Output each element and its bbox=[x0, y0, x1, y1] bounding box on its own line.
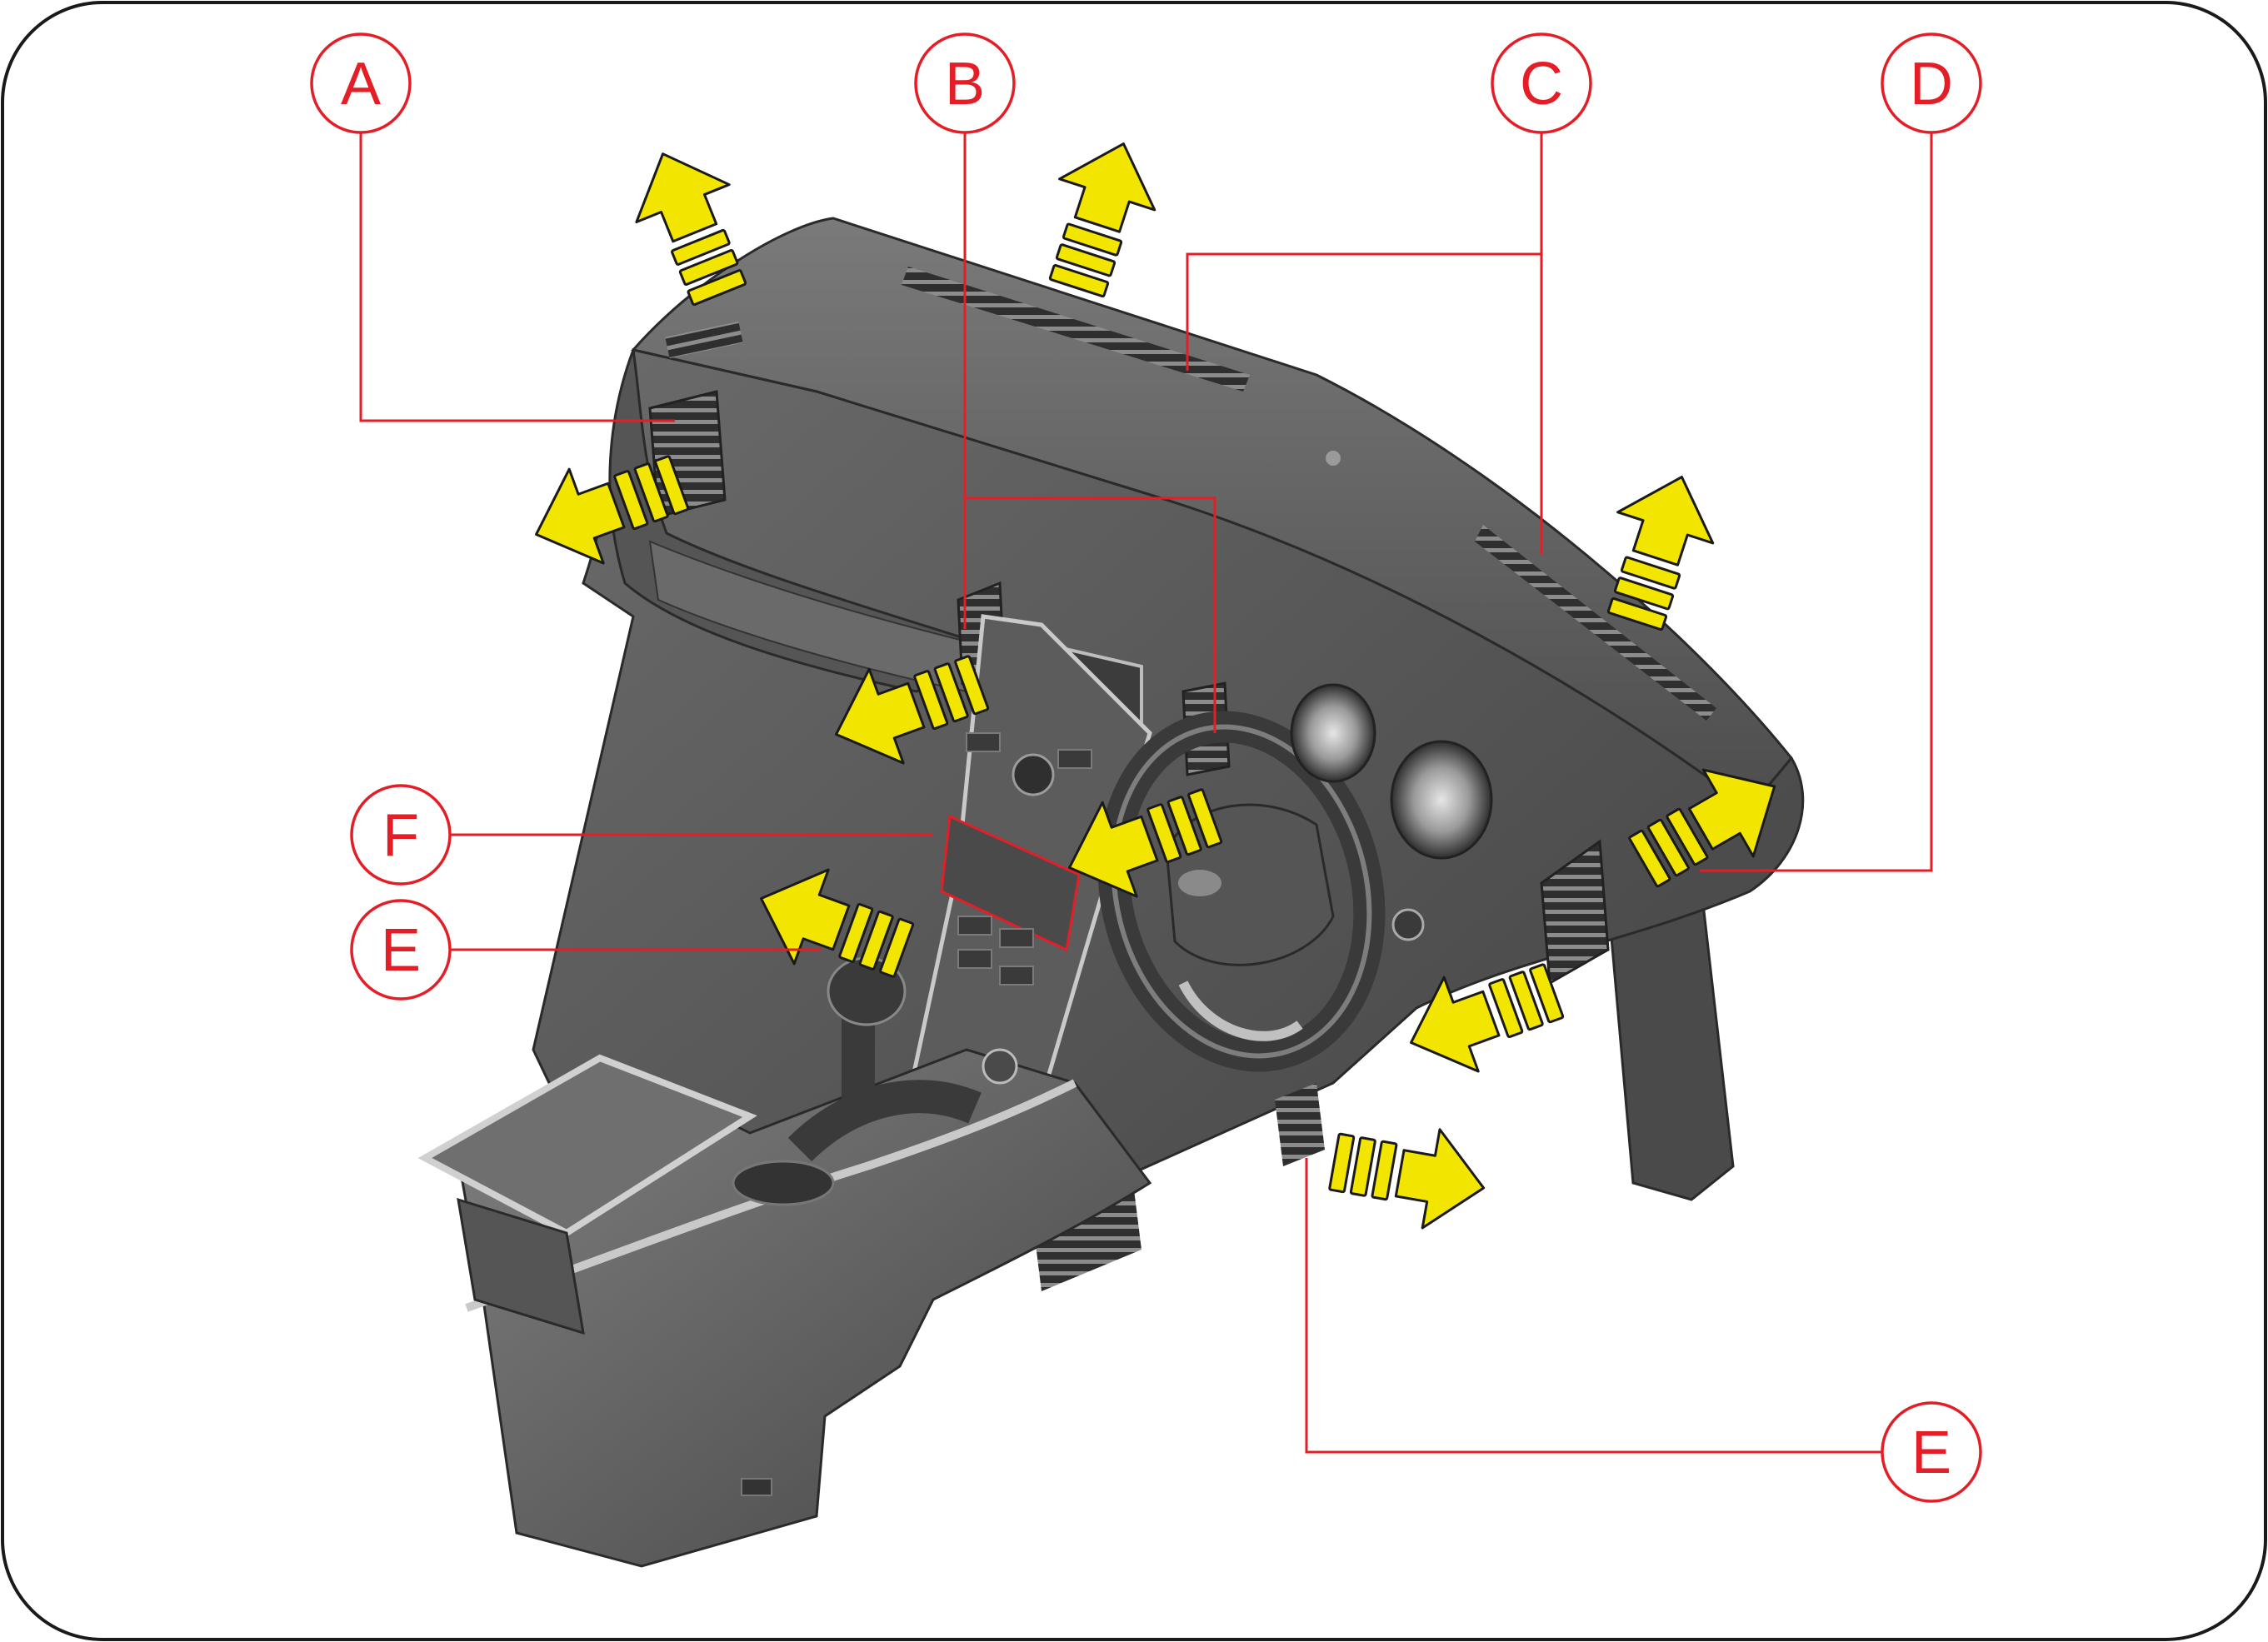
console-switch bbox=[982, 1048, 1018, 1085]
callout-f: F bbox=[350, 784, 452, 886]
windshield-defrost-vent-right bbox=[1475, 525, 1716, 721]
callout-e-bottom: E bbox=[1881, 1401, 1982, 1503]
callout-d-label: D bbox=[1910, 51, 1953, 117]
right-side-air-vent bbox=[1540, 839, 1610, 986]
callout-a-label: A bbox=[341, 51, 381, 117]
leader-line-e-bottom bbox=[1305, 1158, 1883, 1454]
climate-control-panel bbox=[940, 814, 1081, 952]
callout-c-label: C bbox=[1520, 51, 1563, 117]
leader-line-b-branch bbox=[965, 497, 1216, 733]
callout-c: C bbox=[1491, 32, 1592, 134]
armrest-lid bbox=[417, 1054, 757, 1237]
ignition-switch bbox=[1391, 908, 1425, 941]
dash-sensor bbox=[1326, 451, 1341, 466]
callout-b: B bbox=[914, 32, 1016, 134]
left-side-defrost-vent bbox=[665, 321, 743, 359]
leader-line-c-branch bbox=[1186, 252, 1541, 371]
callout-a: A bbox=[310, 32, 412, 134]
windshield-defrost-vent-left bbox=[902, 267, 1250, 392]
callout-f-label: F bbox=[382, 802, 419, 869]
leader-line-a bbox=[359, 111, 675, 422]
callout-b-label: B bbox=[945, 51, 985, 117]
armrest-side bbox=[457, 1197, 585, 1335]
audio-knob bbox=[1012, 753, 1055, 796]
callout-e-left-label: E bbox=[381, 917, 421, 984]
callout-d: D bbox=[1881, 32, 1982, 134]
callout-e-bottom-label: E bbox=[1911, 1420, 1951, 1486]
console-port bbox=[741, 1478, 772, 1496]
callout-e-left: E bbox=[350, 899, 452, 1001]
cup-holder bbox=[732, 1160, 835, 1206]
instrument-cluster bbox=[1290, 683, 1493, 860]
leader-line-d bbox=[1700, 111, 1933, 872]
center-stack-switches bbox=[957, 732, 1092, 986]
console-side-grille bbox=[1033, 1183, 1141, 1291]
dashboard-illustration bbox=[417, 217, 1805, 1568]
lower-dash-grille bbox=[1275, 1083, 1325, 1166]
leader-lines bbox=[359, 111, 1933, 1454]
